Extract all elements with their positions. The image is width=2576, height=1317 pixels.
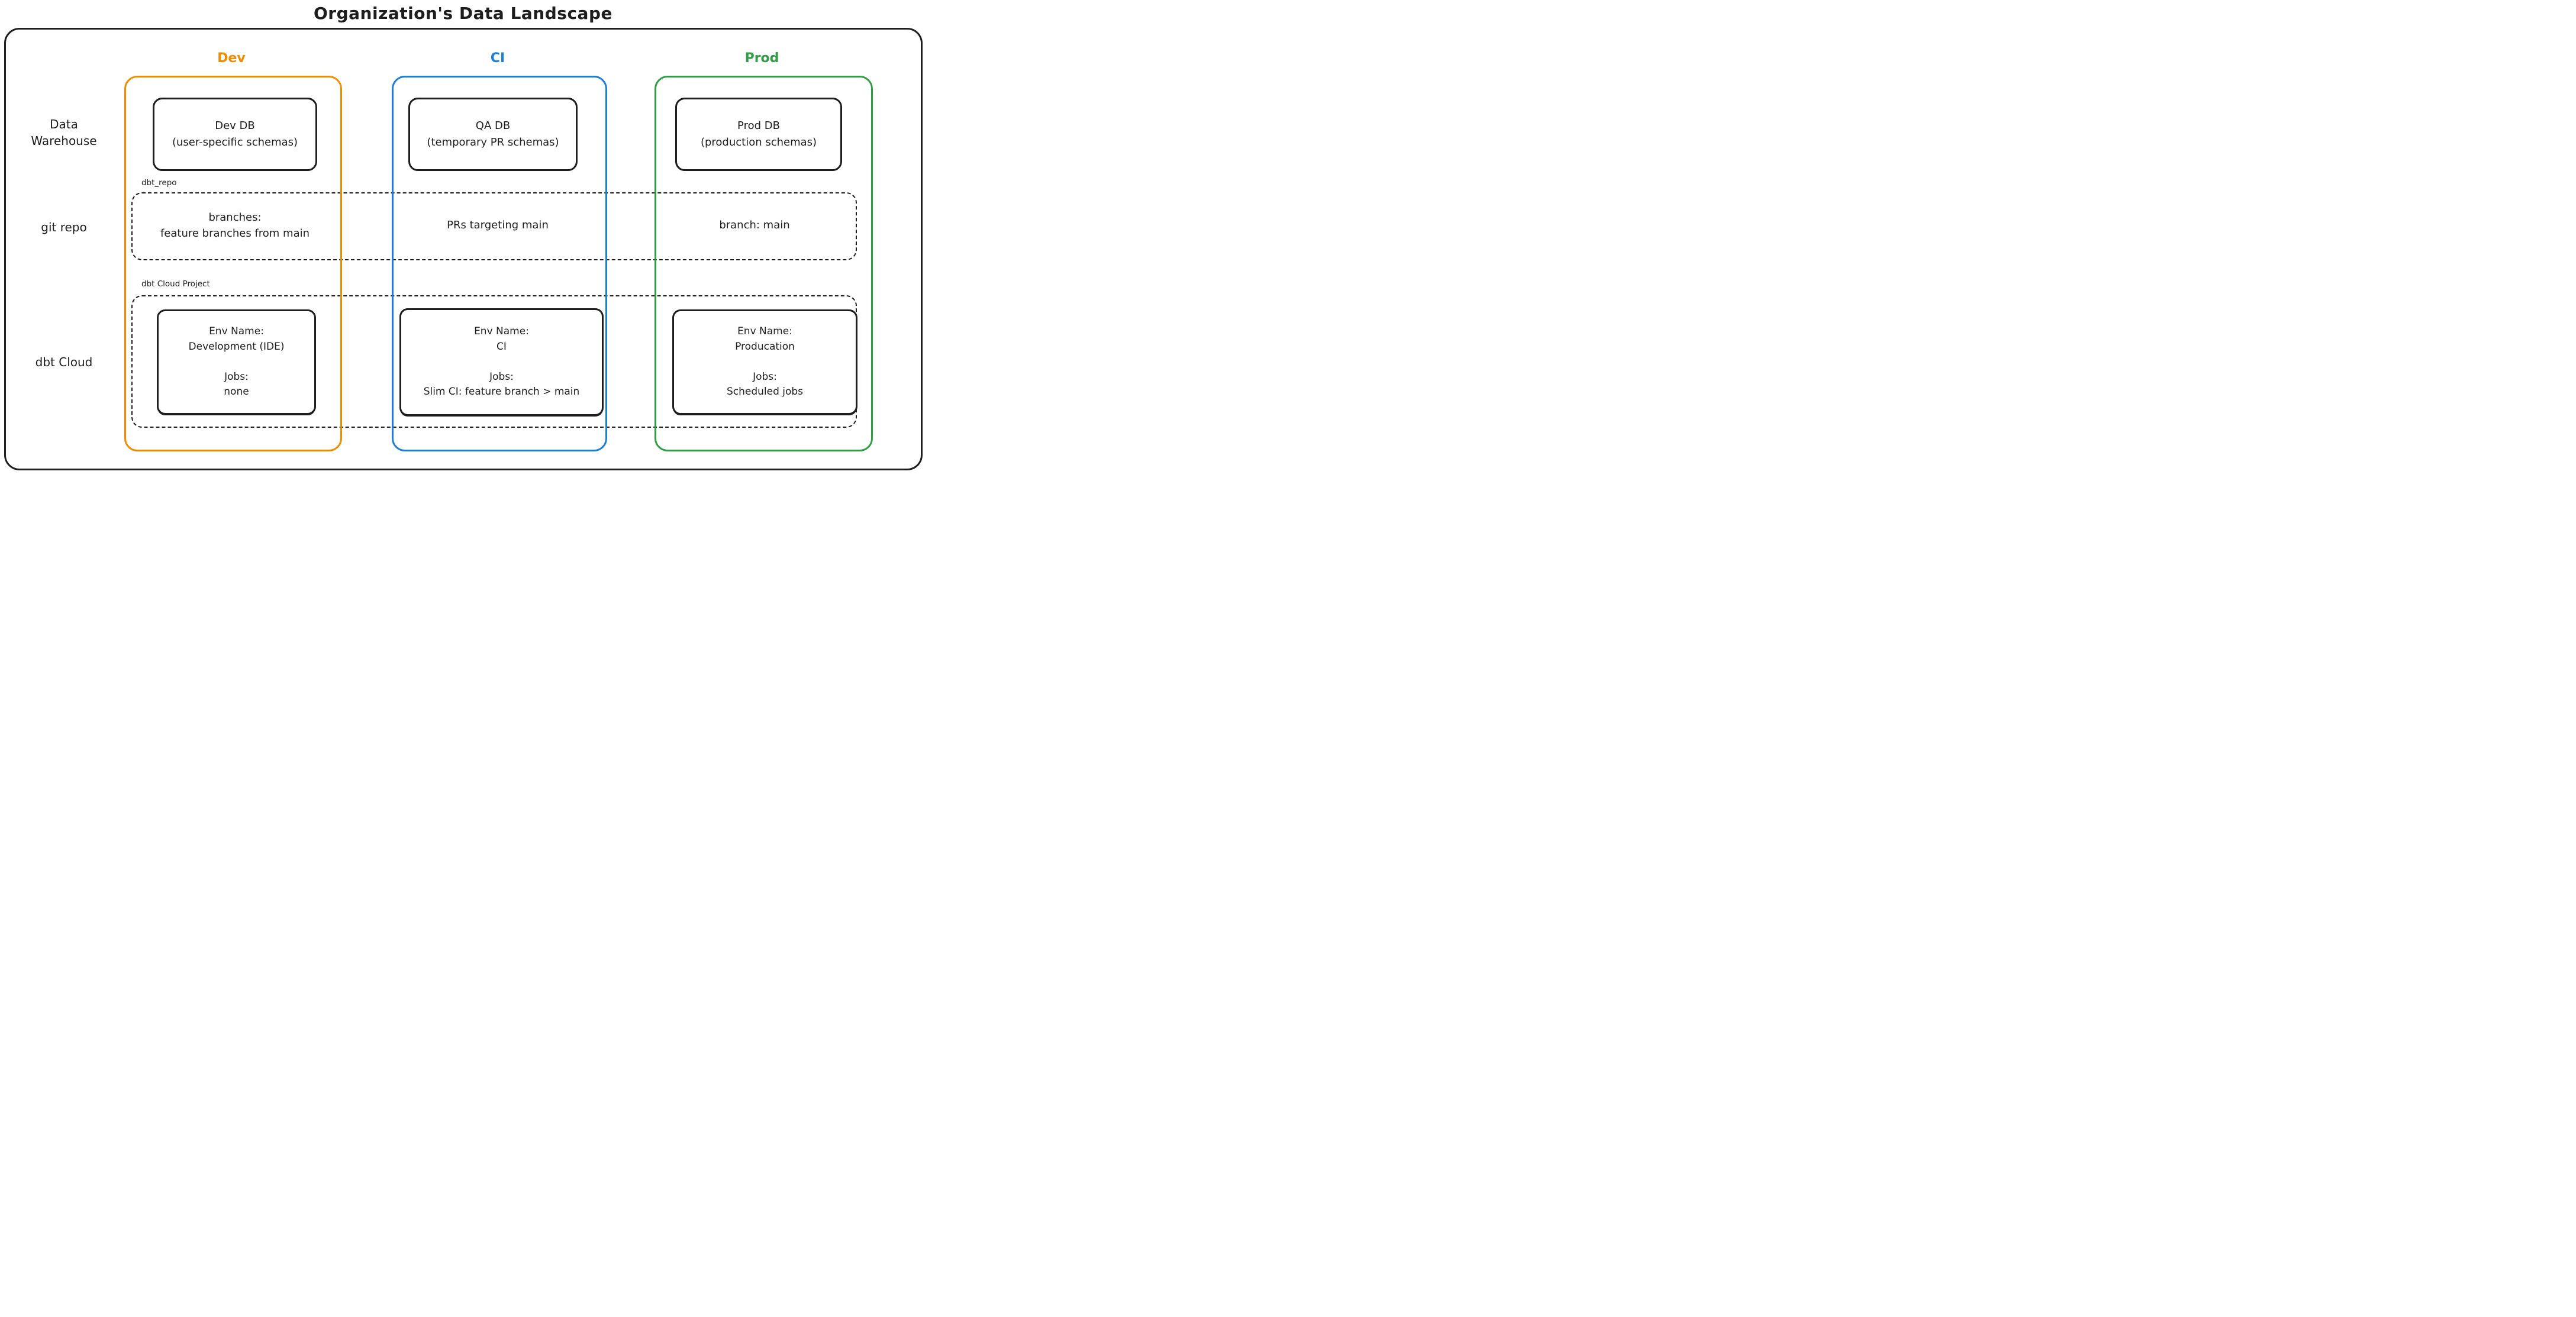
page-title: Organization's Data Landscape [314,4,612,23]
group-label-dbt-repo: dbt_repo [141,178,177,188]
env-box-dev-text: Env Name: Development (IDE) Jobs: none [188,325,285,398]
env-box-ci-text: Env Name: CI Jobs: Slim CI: feature bran… [423,325,580,398]
column-ci [392,76,607,451]
db-box-dev-text: Dev DB (user-specific schemas) [172,120,298,149]
env-box-ci: Env Name: CI Jobs: Slim CI: feature bran… [399,308,604,416]
git-text-dev: branches: feature branches from main [131,192,338,258]
env-box-prod: Env Name: Producation Jobs: Scheduled jo… [672,309,857,415]
row-label-dbt-cloud: dbt Cloud [35,355,93,369]
db-box-dev: Dev DB (user-specific schemas) [153,98,317,171]
column-prod [655,76,873,451]
env-box-prod-text: Env Name: Producation Jobs: Scheduled jo… [726,325,804,398]
column-header-prod: Prod [744,51,779,66]
diagram-canvas: Organization's Data Landscape Dev CI Pro… [0,0,926,473]
group-label-dbt-cloud-project: dbt Cloud Project [141,279,210,289]
column-header-dev: Dev [217,51,246,66]
row-label-git-repo: git repo [41,220,87,234]
git-text-prod-label: branch: main [719,219,790,231]
dbt-repo-dashed-box [131,192,857,260]
db-box-prod: Prod DB (production schemas) [675,98,842,171]
git-text-ci: PRs targeting main [392,192,604,258]
git-text-prod: branch: main [655,192,855,258]
column-dev [124,76,342,451]
env-box-dev: Env Name: Development (IDE) Jobs: none [157,309,316,415]
git-text-dev-label: branches: feature branches from main [160,211,310,240]
git-text-ci-label: PRs targeting main [447,219,549,231]
diagram-frame [4,28,923,470]
row-label-data-warehouse: Data Warehouse [31,117,97,148]
db-box-qa-text: QA DB (temporary PR schemas) [427,120,559,149]
column-header-ci: CI [490,51,505,66]
db-box-prod-text: Prod DB (production schemas) [700,120,817,149]
db-box-qa: QA DB (temporary PR schemas) [408,98,578,171]
